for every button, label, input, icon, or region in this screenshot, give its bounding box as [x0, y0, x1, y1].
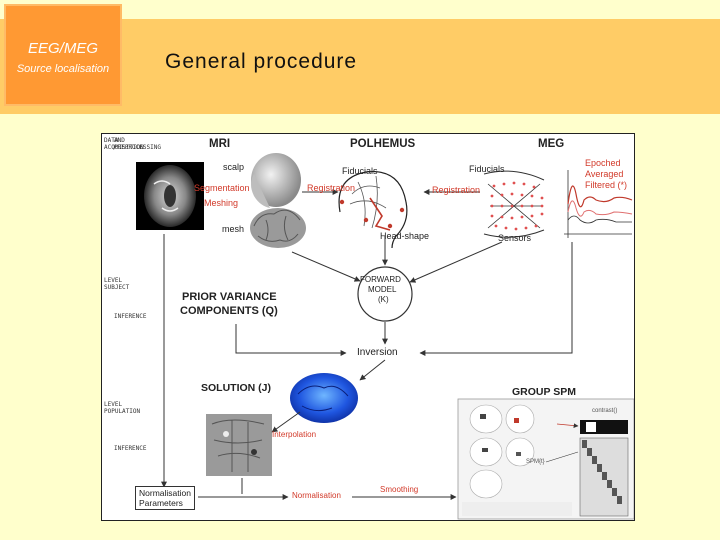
side-label-subject-level: LEVEL SUBJECT: [104, 277, 130, 291]
solution-brain-image: [290, 373, 358, 423]
label-averaged: Averaged: [585, 169, 624, 179]
section-mri: MRI: [209, 138, 231, 150]
normalisation-parameters-box: Normalisation Parameters: [135, 486, 195, 510]
label-meshing: Meshing: [204, 198, 239, 208]
prior-variance-line2: COMPONENTS (Q): [180, 305, 278, 317]
label-fiducials-meg: Fiducials: [469, 164, 505, 174]
procedure-diagram: DATA ACQUISITION AND PREPROCESSING LEVEL…: [101, 133, 635, 521]
label-sensors: Sensors: [498, 233, 532, 243]
label-registration-left: Registration: [307, 183, 356, 193]
label-scalp: scalp: [223, 162, 245, 172]
side-label-data-acquisition: DATA ACQUISITION: [104, 137, 144, 151]
logo-title: EEG/MEG: [27, 40, 98, 57]
side-label-preprocessing: AND PREPROCESSING: [114, 137, 161, 151]
diagram-graphics: [136, 153, 634, 520]
section-meg: MEG: [538, 138, 565, 150]
interpolated-slice-image: [206, 414, 272, 476]
side-label-inference-subject: INFERENCE: [114, 313, 147, 320]
label-segmentation: Segmentation: [194, 183, 250, 193]
forward-model-line3: (K): [378, 295, 389, 304]
group-spm-panel: [457, 398, 634, 520]
section-group-spm: GROUP SPM: [512, 386, 576, 398]
label-fiducials-polhemus: Fiducials: [342, 166, 378, 176]
slide-title: General procedure: [165, 50, 358, 73]
logo-subtitle: Source localisation: [16, 63, 110, 75]
mri-slice-image: [136, 162, 204, 230]
label-head-shape: Head-shape: [380, 231, 430, 241]
prior-variance-line1: PRIOR VARIANCE: [182, 291, 277, 303]
label-normalisation: Normalisation: [292, 491, 341, 500]
meg-waveform-plot: [564, 170, 633, 238]
meg-sensor-array-image: [483, 170, 545, 238]
label-contrast: contrast(): [592, 408, 618, 414]
label-spm-t: SPM{t}: [526, 459, 545, 465]
forward-model-circle: [357, 266, 413, 322]
label-epoched: Epoched: [585, 158, 621, 168]
forward-model-line1: FORWARD: [360, 275, 401, 284]
label-registration-right: Registration: [432, 185, 481, 195]
label-filtered: Filtered (*): [585, 180, 628, 190]
side-label-population-level: LEVEL POPULATION: [104, 401, 141, 415]
label-smoothing: Smoothing: [380, 485, 419, 494]
section-logo: EEG/MEG Source localisation: [4, 4, 122, 106]
normalisation-parameters-line1: Normalisation: [139, 488, 191, 498]
polhemus-head-image: [338, 170, 408, 249]
label-mesh: mesh: [222, 224, 245, 234]
scalp-image: [251, 153, 301, 208]
normalisation-parameters-line2: Parameters: [139, 498, 183, 508]
side-label-inference-population: INFERENCE: [114, 445, 147, 452]
cortical-mesh-image: [250, 208, 306, 248]
forward-model-line2: MODEL: [368, 285, 397, 294]
label-inversion: Inversion: [357, 347, 398, 358]
label-interpolation: Interpolation: [272, 430, 317, 439]
section-polhemus: POLHEMUS: [350, 138, 416, 150]
section-solution: SOLUTION (J): [201, 382, 271, 394]
